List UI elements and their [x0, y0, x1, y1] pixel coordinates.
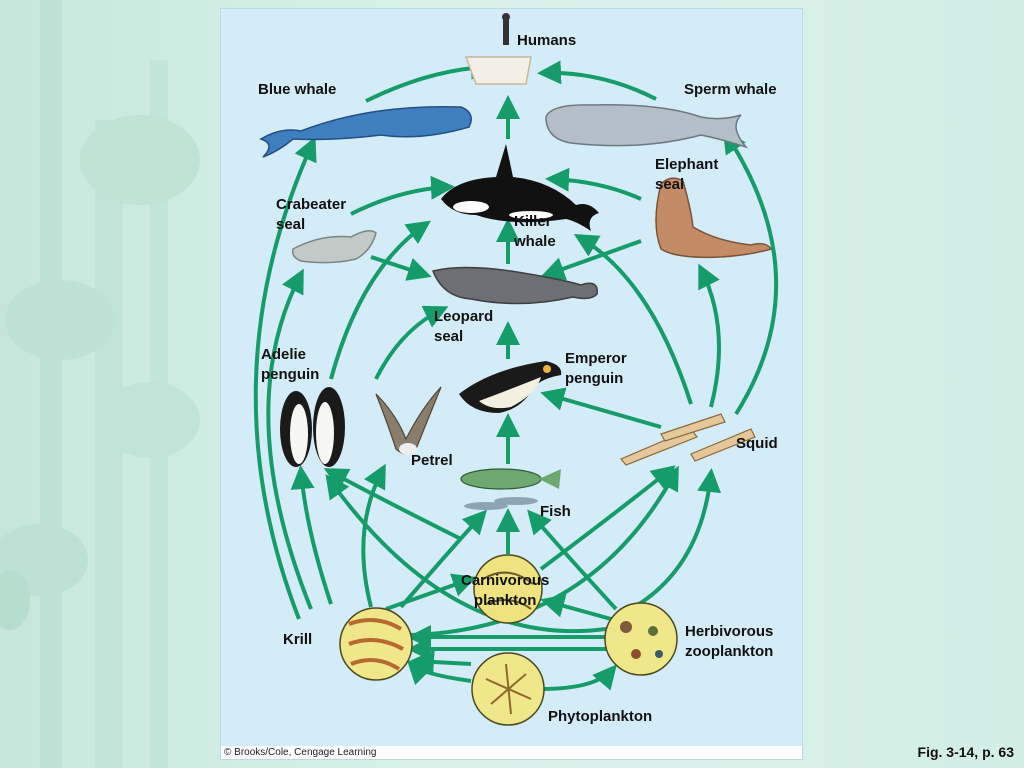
phytoplankton-illustration [471, 652, 545, 726]
label-crabeater-seal: Crabeater seal [276, 196, 347, 233]
label-adelie-penguin: Adelie penguin [261, 346, 320, 383]
label-killer-whale: Killer whale [514, 213, 556, 250]
arrow-phyto-krill-low [410, 649, 472, 674]
arrow-squid-killerwhale [573, 233, 693, 405]
arrow-krill-crabeater [266, 268, 313, 610]
arrow-krill-adelie [290, 465, 333, 605]
food-web-panel: Humans Blue whale Sperm whale Elephant s… [220, 8, 803, 760]
arrow-elephantseal-killerwhale [545, 167, 642, 201]
petrel-illustration [375, 386, 442, 455]
arrow-adelie-killerwhale [329, 220, 431, 380]
background-trees [0, 0, 200, 768]
food-web-diagram [253, 13, 778, 726]
arrow-krill-fish [399, 509, 488, 609]
arrow-phyto-herbzoo [540, 664, 617, 691]
sperm-whale-illustration [545, 104, 749, 149]
arrow-bluewhale-humans [365, 55, 495, 103]
krill-illustration [339, 607, 413, 681]
label-carnivorous-plankton: Carnivorous plankton [461, 572, 550, 609]
arrow-phyto-krill [406, 659, 472, 686]
arrow-crabeater-killerwhale [350, 175, 455, 216]
arrow-herbzoo-squid [630, 468, 722, 611]
humans-illustration [464, 13, 532, 85]
arrow-krill-bluewhale [253, 136, 317, 620]
arrow-herbzoo-adelie [325, 474, 607, 634]
elephant-seal-illustration [655, 177, 773, 259]
label-herbivorous-zooplankton: Herbivorous zooplankton [685, 623, 774, 660]
label-squid: Squid [736, 435, 778, 452]
adelie-penguin-illustration [280, 387, 345, 467]
arrow-herbzoo-carnplankton [540, 594, 612, 621]
leopard-seal-illustration [431, 266, 598, 305]
label-petrel: Petrel [411, 452, 453, 469]
arrow-krill-petrel [361, 463, 386, 608]
label-elephant-seal: Elephant seal [655, 156, 719, 193]
label-humans: Humans [517, 32, 577, 49]
emperor-penguin-illustration [459, 361, 562, 413]
arrow-krill-carnplankton [385, 573, 477, 611]
label-fish: Fish [540, 503, 571, 520]
arrow-squid-emperor [540, 387, 662, 429]
arrow-elephantseal-leopard [540, 239, 642, 281]
crabeater-seal-illustration [291, 230, 377, 264]
fish-illustration [460, 468, 561, 510]
blue-whale-illustration [259, 105, 472, 158]
arrow-squid-elephantseal [698, 263, 721, 408]
arrow-squid-spermwhale [722, 128, 778, 416]
label-blue-whale: Blue whale [258, 81, 337, 98]
label-leopard-seal: Leopard seal [434, 308, 494, 345]
label-krill: Krill [283, 631, 313, 648]
arrow-adelie-leopard-inner [374, 305, 449, 380]
label-emperor-penguin: Emperor penguin [565, 350, 627, 387]
killer-whale-illustration [441, 144, 599, 231]
squid-illustration [620, 413, 756, 466]
label-phytoplankton: Phytoplankton [548, 708, 653, 725]
copyright-text: © Brooks/Cole, Cengage Learning [224, 747, 377, 758]
herbivorous-zooplankton-illustration [604, 602, 678, 676]
carnivorous-plankton-illustration [473, 554, 543, 624]
arrow-carnplankton-squid [539, 465, 676, 571]
copyright-bar [221, 746, 802, 759]
arrow-krill-squid [410, 465, 679, 637]
arrow-spermwhale-humans [537, 60, 657, 101]
label-sperm-whale: Sperm whale [684, 81, 777, 98]
arrow-herbzoo-fish [527, 509, 618, 611]
arrow-crabeater-leopard [370, 255, 432, 281]
figure-reference: Fig. 3-14, p. 63 [917, 744, 1014, 760]
feeding-arrows [253, 55, 778, 691]
